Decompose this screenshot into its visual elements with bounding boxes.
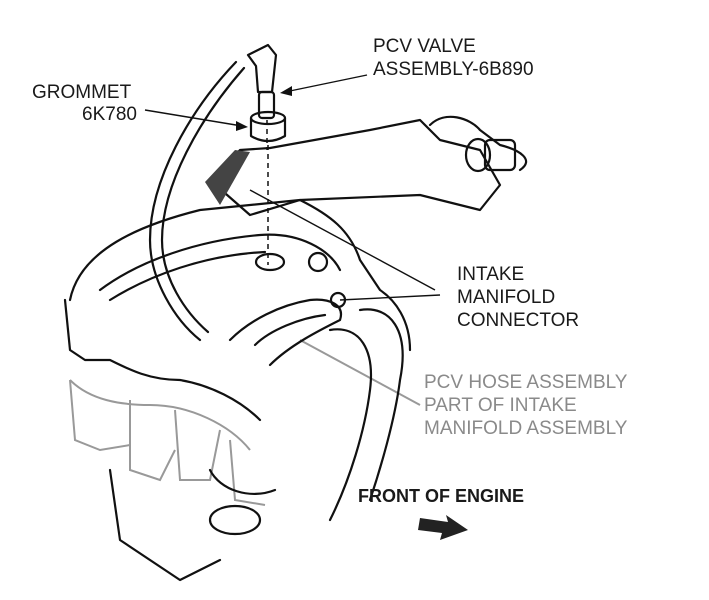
label-hose-line2: PART OF INTAKE (424, 395, 577, 416)
front-arrow-icon (418, 515, 468, 540)
pcv-valve (246, 43, 278, 150)
label-front-of-engine: FRONT OF ENGINE (358, 486, 524, 506)
upper-engine (205, 115, 528, 217)
label-pcv-valve-line2: ASSEMBLY-6B890 (373, 59, 534, 80)
label-pcv-valve-line1: PCV VALVE (373, 36, 476, 57)
label-intake-line3: CONNECTOR (457, 310, 579, 331)
label-intake-line1: INTAKE (457, 264, 524, 285)
label-hose-line3: MANIFOLD ASSEMBLY (424, 418, 628, 439)
label-grommet-line2: 6K780 (82, 104, 137, 125)
label-hose-line1: PCV HOSE ASSEMBLY (424, 372, 628, 393)
label-intake-line2: MANIFOLD (457, 287, 555, 308)
pcv-hose (148, 60, 246, 342)
intake-manifold (63, 198, 412, 582)
grommet (249, 110, 287, 265)
label-grommet-line1: GROMMET (32, 82, 132, 103)
